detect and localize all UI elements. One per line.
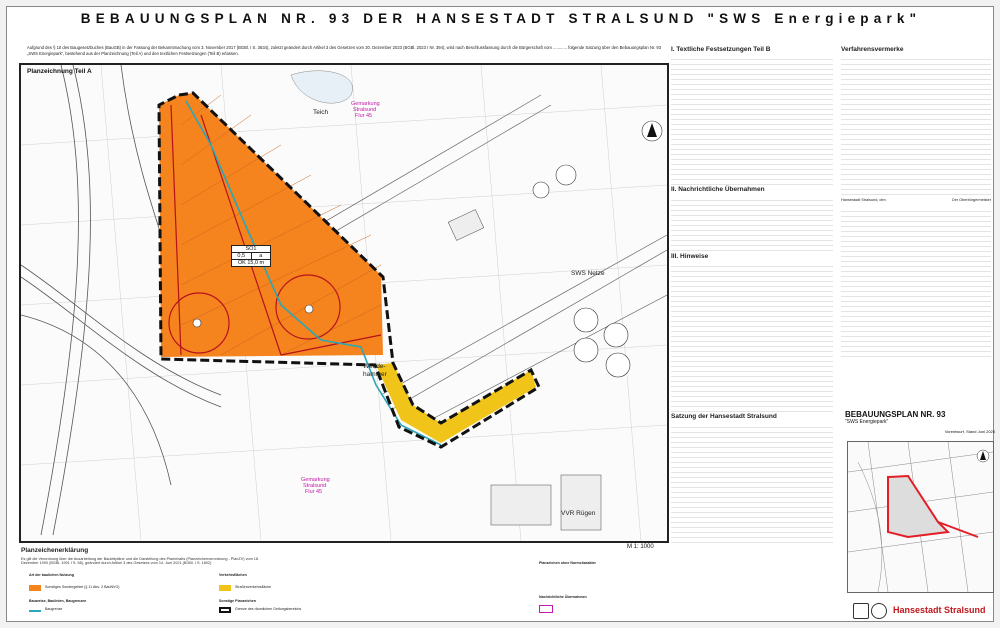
label-wende: Wende- xyxy=(363,363,386,370)
legend-baugrenze-swatch xyxy=(29,610,41,612)
verfahren-heading: Verfahrensvermerke xyxy=(841,46,904,53)
nutzung-code: SO1 xyxy=(232,246,270,253)
gemarkung-top-1: Gemarkung xyxy=(351,101,380,107)
legend-strasse: Straßenverkehrsfläche xyxy=(235,585,272,589)
plan-title-box: BEBAUUNGSPLAN NR. 93 "SWS Energiepark" V… xyxy=(845,410,995,434)
legend-nachrichtlich: Nachrichtliche Übernahmen xyxy=(539,595,587,599)
legend-subtitle: Es gilt die Verordnung über die Ausarbei… xyxy=(21,557,260,565)
legend-bauweise: Bauweise, Baulinien, Baugrenzen xyxy=(29,599,87,603)
nachrichtliche-heading: II. Nachrichtliche Übernahmen xyxy=(671,186,765,194)
legend-so-swatch xyxy=(29,585,41,591)
label-teich: Teich xyxy=(313,109,329,116)
city-logo-text: Hansestadt Stralsund xyxy=(893,605,986,615)
hinweise-heading: III. Hinweise xyxy=(671,252,709,260)
map-drawing xyxy=(21,65,667,541)
geltungsbereich-boundary xyxy=(157,91,541,449)
overview-drawing xyxy=(848,442,993,592)
city-seal-logo xyxy=(871,603,887,619)
gemarkung-bot-2: Stralsund xyxy=(303,483,327,489)
nutzung-hoehe: OK 15,0 m xyxy=(237,260,265,266)
legend-verkehr-swatch xyxy=(219,585,231,591)
teil-b-column: I. Textliche Festsetzungen Teil B II. Na… xyxy=(671,45,833,543)
legend-nachr-swatch xyxy=(539,605,553,613)
nutzungsschablone: SO1 0,5 a OK 15,0 m xyxy=(231,245,271,267)
plan-box-subtitle: "SWS Energiepark" xyxy=(845,419,889,425)
label-sws-netze: SWS Netze xyxy=(571,270,605,277)
legend-ohne-norm: Planzeichen ohne Normcharakter xyxy=(539,561,596,565)
sign-role: Der Oberbürgermeister xyxy=(951,198,991,203)
verfahren-column: Verfahrensvermerke Hansestadt Stralsund,… xyxy=(841,45,991,357)
legend-art: Art der baulichen Nutzung xyxy=(29,573,74,577)
gemarkung-bot-3: Flur 45 xyxy=(305,489,323,495)
plan-box-stand: Vorentwurf, Stand Juni 2025 xyxy=(944,429,995,434)
gemarkung-top-3: Flur 45 xyxy=(355,113,373,119)
overview-map xyxy=(847,441,994,593)
legend-sonstige: Sonstige Planzeichen xyxy=(219,599,256,603)
satzung-heading: Satzung der Hansestadt Stralsund xyxy=(671,413,777,421)
verkehr-area xyxy=(376,363,536,443)
legend-boundary: Grenze des räumlichen Geltungsbereichs xyxy=(235,607,302,611)
map-section-label: Planzeichnung Teil A xyxy=(27,68,92,75)
preamble-text: Aufgrund des § 10 des Baugesetzbuches (B… xyxy=(27,45,662,56)
so-area xyxy=(159,93,383,357)
label-vvr: VVR Rügen xyxy=(561,510,596,517)
plan-title: BEBAUUNGSPLAN NR. 93 DER HANSESTADT STRA… xyxy=(80,11,922,26)
plan-box-title: BEBAUUNGSPLAN NR. 93 xyxy=(845,410,946,419)
gemarkung-bot-1: Gemarkung xyxy=(301,477,330,483)
legend-baugrenze: Baugrenze xyxy=(45,607,63,611)
plan-sheet: BEBAUUNGSPLAN NR. 93 DER HANSESTADT STRA… xyxy=(6,6,995,625)
legend-boundary-swatch xyxy=(219,607,231,613)
legend-so: Sonstiges Sondergebiet (§ 11 Abs. 2 BauN… xyxy=(45,585,120,589)
logo-area: Hansestadt Stralsund xyxy=(853,599,993,625)
legend-verkehr: Verkehrsflächen xyxy=(219,573,247,577)
nutzung-bauweise: a xyxy=(259,253,263,259)
legend: Planzeichenerklärung Es gilt die Verordn… xyxy=(19,547,669,627)
unesco-logo xyxy=(853,603,869,619)
gemarkung-top-2: Stralsund xyxy=(353,107,377,113)
map-scale: M 1: 1000 xyxy=(627,544,654,550)
legend-title: Planzeichenerklärung xyxy=(21,547,89,554)
nutzung-grz: 0,5 xyxy=(232,253,252,259)
planzeichnung-map: Planzeichnung Teil A SO1 0,5 a OK 15,0 m… xyxy=(19,63,669,543)
teil-b-heading: I. Textliche Festsetzungen Teil B xyxy=(671,46,771,53)
sign-place: Hansestadt Stralsund, den xyxy=(841,198,886,203)
label-hammer: hammer xyxy=(363,371,387,378)
